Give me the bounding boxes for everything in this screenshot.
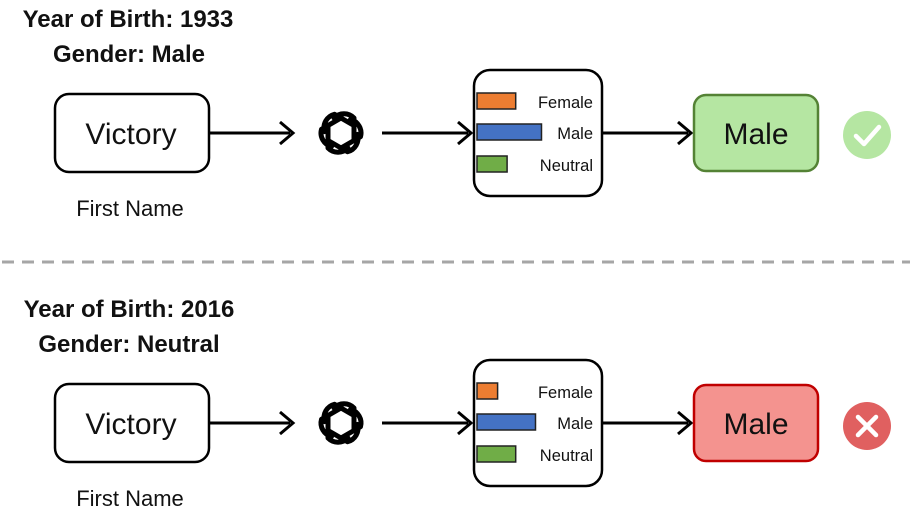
legend-male: Male — [557, 125, 593, 143]
bar-male — [476, 413, 537, 431]
bar-male — [476, 123, 543, 141]
year-of-birth-label: Year of Birth: 1933 — [23, 6, 234, 33]
bar-female — [476, 92, 517, 110]
legend-male: Male — [557, 415, 593, 433]
arrow — [602, 120, 694, 146]
input-name: Victory — [85, 408, 176, 441]
prediction-label: Male — [723, 408, 788, 441]
panel-top: Year of Birth: 1933 Gender: Male Victory… — [23, 6, 891, 221]
gender-label: Gender: Neutral — [38, 331, 219, 358]
prediction-box — [692, 383, 820, 463]
bar-female — [476, 382, 499, 400]
input-caption: First Name — [76, 196, 184, 221]
openai-logo-icon — [318, 112, 364, 154]
openai-logo-icon — [318, 402, 364, 444]
arrow — [209, 410, 296, 436]
prediction-label: Male — [723, 118, 788, 151]
panel-bottom: Year of Birth: 2016 Gender: Neutral Vict… — [24, 296, 891, 511]
distribution-bars: Female Male Neutral — [476, 92, 593, 175]
arrow — [382, 120, 474, 146]
legend-neutral: Neutral — [540, 447, 593, 465]
input-caption: First Name — [76, 486, 184, 511]
legend-female: Female — [538, 94, 593, 112]
year-of-birth-label: Year of Birth: 2016 — [24, 296, 235, 323]
arrow — [602, 410, 694, 436]
gender-label: Gender: Male — [53, 41, 205, 68]
cross-icon — [843, 402, 891, 450]
check-icon — [843, 111, 891, 159]
distribution-bars: Female Male Neutral — [476, 382, 593, 465]
input-name: Victory — [85, 118, 176, 151]
bar-neutral — [476, 155, 508, 173]
legend-female: Female — [538, 384, 593, 402]
legend-neutral: Neutral — [540, 157, 593, 175]
arrow — [209, 120, 296, 146]
arrow — [382, 410, 474, 436]
bar-neutral — [476, 445, 517, 463]
prediction-box — [692, 93, 820, 173]
